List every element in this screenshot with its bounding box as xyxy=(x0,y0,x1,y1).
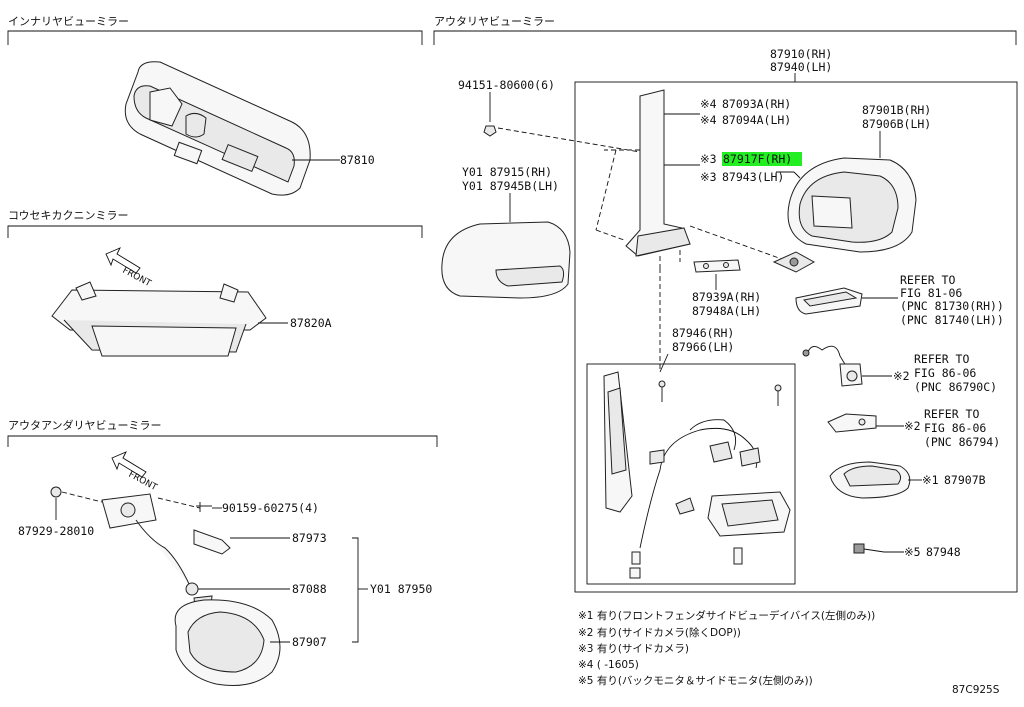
label-87906b: 87906B(LH) xyxy=(862,117,931,131)
safety-mirror-part[interactable] xyxy=(51,281,288,357)
label-87948: 87948 xyxy=(926,545,961,559)
actuator-plate[interactable] xyxy=(772,251,816,273)
label-87910: 87910(RH) xyxy=(770,47,832,61)
mark-87917f: ※3 xyxy=(700,152,717,166)
mirror-base-87093a[interactable] xyxy=(595,89,791,268)
label-87966: 87966(LH) xyxy=(672,340,734,354)
front-label-safety: FRONT xyxy=(121,266,153,289)
inner-mirror-part[interactable] xyxy=(124,61,340,196)
camera-cover-part[interactable] xyxy=(827,413,877,433)
label-87907: 87907 xyxy=(292,635,327,649)
label-87939a: 87939A(RH) xyxy=(692,290,761,304)
section-title-under-mirror: アウタアンダリヤビューミラー xyxy=(8,418,162,432)
mark-87907b: ※1 xyxy=(922,473,939,487)
mark-87093a: ※4 xyxy=(700,97,717,111)
label-87093a: 87093A(RH) xyxy=(722,97,791,111)
label-87929: 87929-28010 xyxy=(18,524,94,538)
side-view-mirror-87907b[interactable] xyxy=(829,461,911,499)
section-under-mirror: アウタアンダリヤビューミラー xyxy=(7,418,438,447)
footnotes: ※1 有り(フロントフェンダサイドビューデイバイス(左側のみ)) ※2 有り(サ… xyxy=(578,609,875,687)
label-87820a: 87820A xyxy=(290,316,332,330)
label-87917f[interactable]: 87917F(RH) xyxy=(723,152,792,166)
label-87946: 87946(RH) xyxy=(672,326,734,340)
ref2-line1: REFER TO xyxy=(914,352,969,366)
diagram-code: 87C925S xyxy=(952,684,1000,696)
mirror-cover-87915[interactable] xyxy=(441,221,571,299)
mark-87094a: ※4 xyxy=(700,113,717,127)
sub-assembly-frame xyxy=(586,363,796,585)
label-87907b: 87907B xyxy=(944,473,986,487)
mark-87948: ※5 xyxy=(904,545,921,559)
section-title-outer-mirror: アウタリヤビューミラー xyxy=(434,15,555,28)
ref1-line3: (PNC 81730(RH)) xyxy=(900,299,1004,313)
mirror-housing-87901b[interactable] xyxy=(776,157,917,253)
clip-94151[interactable] xyxy=(483,125,497,137)
ref1-line4: (PNC 81740(LH)) xyxy=(900,313,1004,327)
front-label-under: FRONT xyxy=(127,470,159,493)
footnote-2: ※2 有り(サイドカメラ(除くDOP)) xyxy=(578,626,741,639)
front-arrow-safety: FRONT xyxy=(105,247,153,289)
label-87940: 87940(LH) xyxy=(770,60,832,74)
ref1-line2: FIG 81-06 xyxy=(900,286,962,300)
footnote-5: ※5 有り(バックモニタ＆サイドモニタ(左側のみ)) xyxy=(578,674,813,687)
section-title-inner-mirror: インナリヤビューミラー xyxy=(8,15,129,28)
label-90159: 90159-60275(4) xyxy=(222,501,319,515)
section-title-safety-mirror: コウセキカクニンミラー xyxy=(8,209,129,222)
section-safety-mirror: コウセキカクニンミラー xyxy=(7,209,423,238)
ref3-line1: REFER TO xyxy=(924,407,979,421)
ref2-line2: FIG 86-06 xyxy=(914,366,976,380)
label-87094a: 87094A(LH) xyxy=(722,113,791,127)
label-87973: 87973 xyxy=(292,531,327,545)
highlight-87917f xyxy=(722,152,802,166)
clip-87939a[interactable] xyxy=(693,259,741,273)
assembly-frame xyxy=(574,81,1018,593)
retractor-subassembly[interactable] xyxy=(603,371,791,579)
ref3-line2: FIG 86-06 xyxy=(924,421,986,435)
label-87945b: Y01 87945B(LH) xyxy=(462,179,559,193)
ref2-line3: (PNC 86790C) xyxy=(914,380,997,394)
label-87901b: 87901B(RH) xyxy=(862,103,931,117)
footnote-1: ※1 有り(フロントフェンダサイドビューデイバイス(左側のみ)) xyxy=(578,609,875,622)
ref1-line1: REFER TO xyxy=(900,273,955,287)
section-outer-mirror: アウタリヤビューミラー xyxy=(433,15,1017,45)
turn-lamp-part[interactable] xyxy=(795,287,863,315)
under-mirror-part[interactable] xyxy=(50,486,368,686)
ref3-line3: (PNC 86794) xyxy=(924,435,1000,449)
front-arrow-under: FRONT xyxy=(111,451,159,493)
label-87948a: 87948A(LH) xyxy=(692,304,761,318)
mark-87943: ※3 xyxy=(700,170,717,184)
label-87950: Y01 87950 xyxy=(370,582,432,596)
label-87088: 87088 xyxy=(292,582,327,596)
label-87943: 87943(LH) xyxy=(722,170,784,184)
connector-87948[interactable] xyxy=(853,543,885,554)
section-inner-mirror: インナリヤビューミラー xyxy=(7,15,423,45)
footnote-4: ※4 ( -1605) xyxy=(578,659,639,671)
mark-ref3: ※2 xyxy=(904,419,921,433)
mark-ref2: ※2 xyxy=(893,369,910,383)
footnote-3: ※3 有り(サイドカメラ) xyxy=(578,642,689,655)
label-94151: 94151-80600(6) xyxy=(458,78,555,92)
label-87810: 87810 xyxy=(340,153,375,167)
label-87915: Y01 87915(RH) xyxy=(462,165,552,179)
side-camera-part[interactable] xyxy=(802,345,863,387)
